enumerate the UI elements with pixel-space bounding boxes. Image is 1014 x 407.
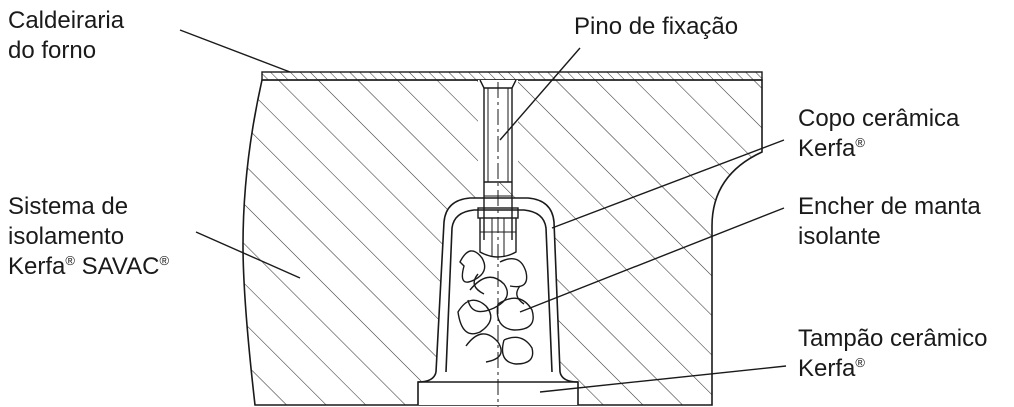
leader-ceramic-plug	[539, 365, 787, 393]
label-ceramic-plug-line2: Kerfa®	[798, 354, 987, 384]
label-insulation-line3: Kerfa® SAVAC®	[8, 252, 169, 282]
label-insulation-line1: Sistema de	[8, 193, 129, 220]
label-insulation-line2: isolamento	[8, 223, 125, 250]
label-furnace-shell-line1: Caldeiraria	[8, 7, 125, 34]
label-ceramic-cup-line1: Copo cerâmica	[798, 105, 960, 132]
label-ceramic-plug: Tampão cerâmico Kerfa®	[798, 324, 987, 384]
label-ceramic-cup: Copo cerâmica Kerfa®	[798, 104, 959, 164]
fixing-pin	[477, 79, 519, 258]
label-blanket-fill: Encher de manta isolante	[798, 192, 981, 252]
furnace-shell-plate	[261, 71, 763, 81]
label-blanket-fill-line1: Encher de manta	[798, 193, 981, 220]
registered-mark: ®	[159, 253, 170, 268]
leader-fixing-pin	[499, 47, 581, 141]
label-ceramic-plug-brand: Kerfa	[798, 355, 856, 382]
leader-furnace-shell	[179, 29, 291, 73]
leader-blanket-fill	[519, 207, 785, 313]
label-ceramic-cup-brand: Kerfa	[798, 135, 856, 162]
registered-mark: ®	[65, 253, 75, 268]
label-furnace-shell-line2: do forno	[8, 37, 97, 64]
label-ceramic-cup-line2: Kerfa®	[798, 134, 959, 164]
registered-mark: ®	[855, 135, 865, 150]
label-blanket-fill-line2: isolante	[798, 223, 881, 250]
label-insulation-brand: Kerfa	[8, 253, 66, 280]
label-ceramic-plug-line1: Tampão cerâmico	[798, 325, 988, 352]
label-furnace-shell: Caldeiraria do forno	[8, 6, 124, 66]
registered-mark: ®	[855, 355, 865, 370]
insulating-blanket-fill	[457, 250, 534, 365]
leader-ceramic-cup	[551, 139, 785, 229]
leader-insulation-system	[195, 231, 301, 279]
label-insulation-product: SAVAC	[74, 253, 160, 280]
leader-lines	[179, 29, 787, 393]
label-insulation-system: Sistema de isolamento Kerfa® SAVAC®	[8, 192, 169, 282]
label-fixing-pin: Pino de fixação	[574, 13, 739, 40]
